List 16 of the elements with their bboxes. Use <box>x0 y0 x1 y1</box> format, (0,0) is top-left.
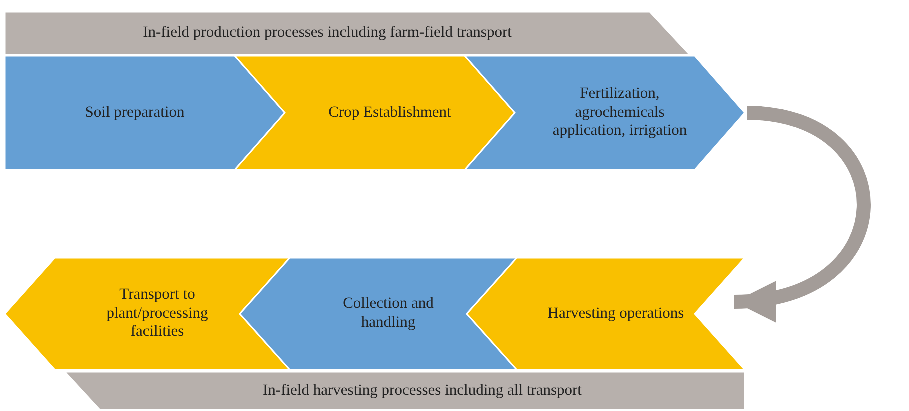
process-step <box>465 56 745 170</box>
step-label: Soil preparation <box>85 104 185 122</box>
process-step <box>5 258 290 370</box>
step-label: Harvesting operations <box>548 304 684 324</box>
banner <box>5 12 690 55</box>
step-label: Collection and handling <box>342 295 435 333</box>
step-label: In-field harvesting processes including all transport <box>263 382 582 400</box>
process-step <box>235 56 515 170</box>
banner <box>65 372 745 410</box>
step-label: Transport to plant/processing facilities <box>106 286 210 342</box>
step-label: Crop Establishment <box>328 104 452 122</box>
process-step <box>467 258 745 370</box>
process-step <box>240 258 517 370</box>
step-label: Fertilization, agrochemicals application, irrigation <box>552 85 688 141</box>
step-label: In-field production processes including farm-field transport <box>143 24 512 43</box>
process-step <box>5 56 285 170</box>
